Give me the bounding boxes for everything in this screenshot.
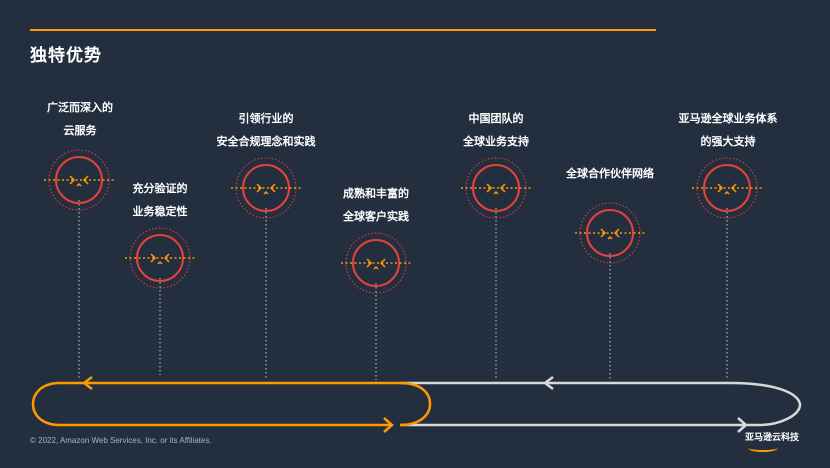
advantage-label-3-line2: 安全合规理念和实践 bbox=[216, 135, 316, 148]
arrow-head-icon bbox=[81, 376, 93, 390]
arrow-head-icon bbox=[737, 417, 748, 433]
advantage-label-2-line1: 充分验证的 bbox=[132, 182, 188, 195]
track-white-path bbox=[400, 381, 802, 427]
advantage-label-4: 成熟和丰富的 全球客户实践 bbox=[326, 182, 426, 228]
advantage-label-5-line1: 中国团队的 bbox=[468, 112, 524, 125]
advantage-label-2-line2: 业务稳定性 bbox=[132, 205, 188, 218]
arrow-head-icon bbox=[542, 376, 554, 390]
copyright-footer: © 2022, Amazon Web Services, Inc. or its… bbox=[30, 436, 212, 445]
advantage-label-4-line2: 全球客户实践 bbox=[343, 210, 409, 223]
brand-smile-icon bbox=[748, 444, 778, 452]
target-chevron-icon bbox=[341, 232, 411, 380]
page-title: 独特优势 bbox=[30, 46, 102, 66]
target-chevron-icon bbox=[44, 149, 114, 380]
target-chevron-icon bbox=[575, 202, 645, 380]
arrow-head-icon bbox=[383, 417, 394, 433]
target-chevron-icon bbox=[692, 157, 762, 380]
target-chevron-icon bbox=[461, 157, 531, 380]
advantage-label-7-line2: 的强大支持 bbox=[700, 135, 756, 148]
advantage-label-5: 中国团队的 全球业务支持 bbox=[446, 107, 546, 153]
advantage-label-1: 广泛而深入的 云服务 bbox=[30, 96, 130, 142]
advantage-label-6: 全球合作伙伴网络 bbox=[552, 162, 668, 185]
brand-logo: 亚马逊云科技 bbox=[745, 433, 800, 443]
advantage-label-1-line2: 云服务 bbox=[63, 124, 97, 137]
advantage-label-1-line1: 广泛而深入的 bbox=[47, 101, 113, 114]
advantage-label-3-line1: 引领行业的 bbox=[238, 112, 294, 125]
advantage-label-6-line1: 全球合作伙伴网络 bbox=[566, 167, 654, 180]
advantage-label-5-line2: 全球业务支持 bbox=[463, 135, 529, 148]
track-orange-path bbox=[31, 381, 432, 427]
advantage-label-7: 亚马逊全球业务体系 的强大支持 bbox=[668, 107, 788, 153]
title-accent-line bbox=[30, 29, 656, 31]
advantage-label-3: 引领行业的 安全合规理念和实践 bbox=[200, 107, 332, 153]
target-chevron-icon bbox=[125, 227, 195, 375]
advantage-label-2: 充分验证的 业务稳定性 bbox=[110, 177, 210, 223]
advantage-label-4-line1: 成熟和丰富的 bbox=[343, 187, 409, 200]
advantage-label-7-line1: 亚马逊全球业务体系 bbox=[678, 112, 778, 125]
target-chevron-icon bbox=[231, 157, 301, 380]
